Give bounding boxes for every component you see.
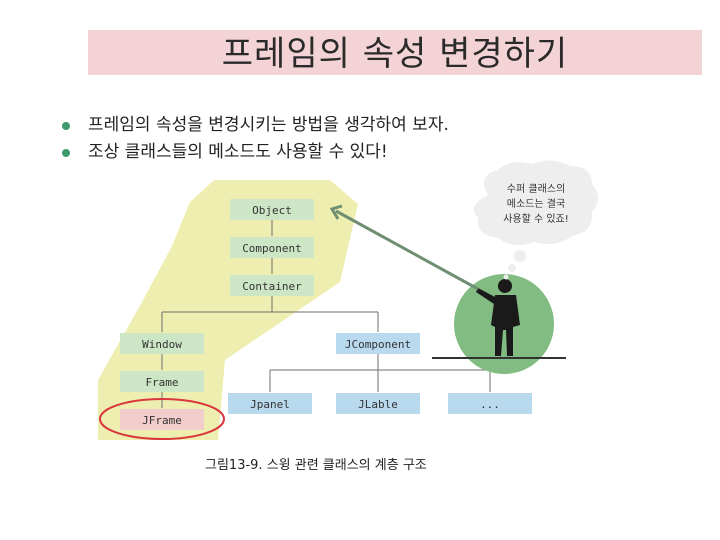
node-jpanel-label: Jpanel (250, 398, 290, 411)
node-ellipsis: ... (448, 393, 532, 414)
figure-caption: 그림13-9. 스윙 관련 클래스의 계층 구조 (205, 458, 427, 473)
bubble-dot (514, 250, 526, 262)
bullet-dot-icon (62, 149, 70, 157)
node-object: Object (230, 199, 314, 220)
node-jlable: JLable (336, 393, 420, 414)
jframe-highlight-ellipse (99, 398, 225, 440)
slide-title: 프레임의 속성 변경하기 (221, 34, 569, 74)
node-jcomponent: JComponent (336, 333, 420, 354)
bullet-item: 프레임의 속성을 변경시키는 방법을 생각하여 보자. (62, 112, 449, 139)
node-jcomponent-label: JComponent (345, 338, 411, 351)
node-container-label: Container (242, 280, 302, 293)
node-ellipsis-label: ... (480, 398, 500, 411)
node-container: Container (230, 275, 314, 296)
bullet-dot-icon (62, 122, 70, 130)
bubble-text-line: 수퍼 클래스의 (507, 183, 565, 195)
thought-bubble (473, 160, 598, 246)
pointer-arrowhead-icon (329, 204, 343, 220)
node-frame: Frame (120, 371, 204, 392)
node-object-label: Object (252, 204, 292, 217)
node-window: Window (120, 333, 204, 354)
bubble-dot (503, 274, 509, 280)
bullet-item: 조상 클래스들의 메소드도 사용할 수 있다! (62, 139, 449, 166)
connector-lines (161, 220, 491, 408)
node-jframe-label: JFrame (142, 414, 182, 427)
node-component: Component (230, 237, 314, 258)
node-component-label: Component (242, 242, 302, 255)
bullet-text: 조상 클래스들의 메소드도 사용할 수 있다! (88, 142, 388, 162)
pointer-stick (335, 209, 479, 291)
title-bar (88, 30, 702, 75)
node-jpanel: Jpanel (228, 393, 312, 414)
bullet-text: 프레임의 속성을 변경시키는 방법을 생각하여 보자. (88, 115, 449, 135)
bullet-list: 프레임의 속성을 변경시키는 방법을 생각하여 보자. 조상 클래스들의 메소드… (62, 112, 449, 166)
bubble-text-line: 메소드는 결국 (507, 198, 565, 210)
node-jlable-label: JLable (358, 398, 398, 411)
bubble-dot (508, 264, 516, 272)
node-window-label: Window (142, 338, 182, 351)
bubble-text-line: 사용할 수 있죠! (503, 213, 569, 225)
presenter-figure-icon (476, 279, 520, 356)
node-jframe: JFrame (120, 409, 204, 430)
node-frame-label: Frame (145, 376, 178, 389)
